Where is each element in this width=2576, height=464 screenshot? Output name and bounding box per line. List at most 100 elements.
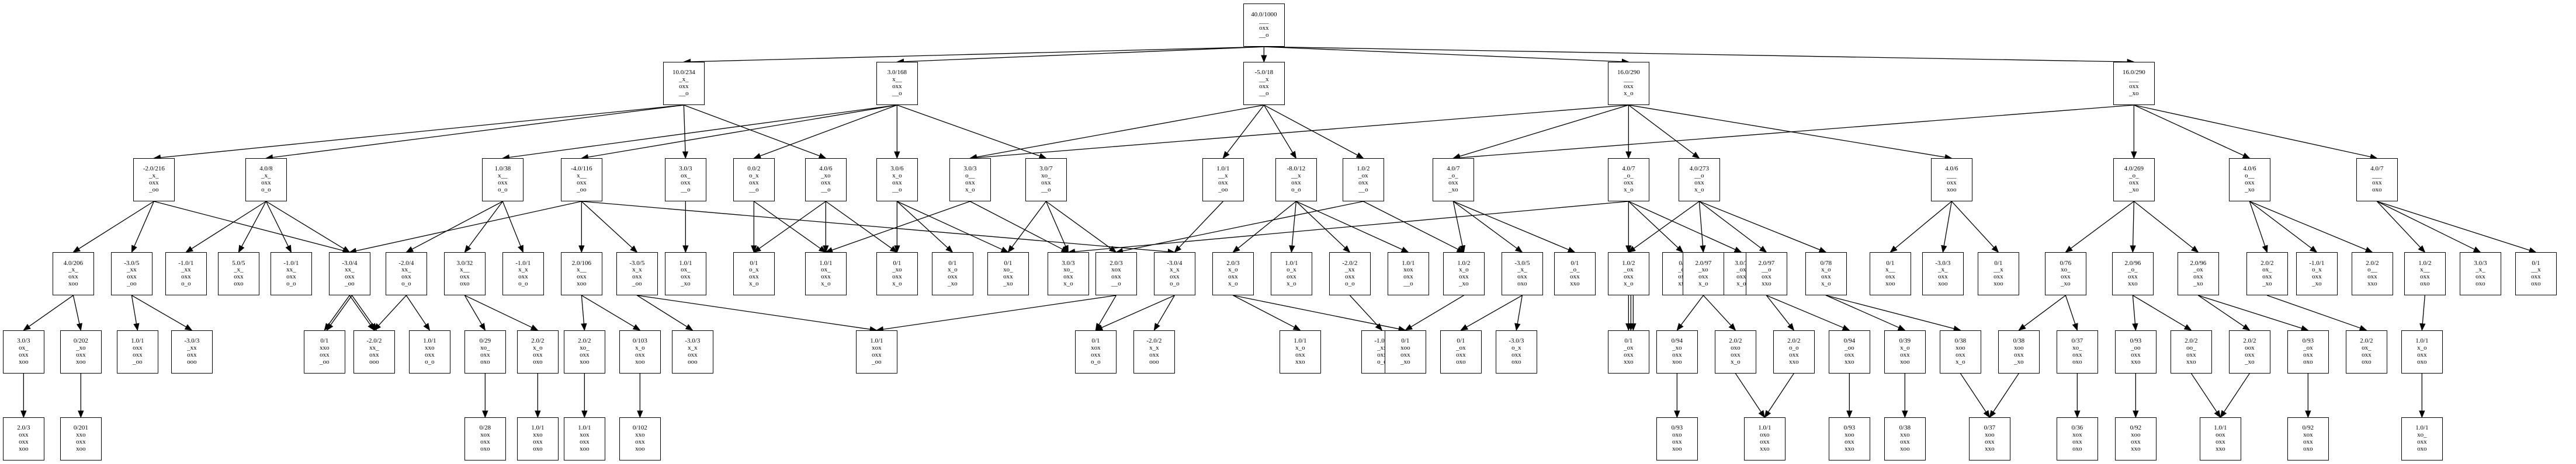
node-score-label: 0/94 bbox=[1843, 337, 1856, 345]
node-board-row: oxx bbox=[2531, 273, 2541, 281]
node-board-row: x_o bbox=[892, 280, 902, 287]
tree-edge bbox=[825, 201, 898, 253]
node-board-row: ox_ bbox=[681, 172, 691, 180]
node-score-label: 0/1 bbox=[1401, 337, 1410, 345]
node-score-label: 0/102 bbox=[632, 424, 647, 432]
node-score-label: 2.0/97 bbox=[1695, 259, 1712, 267]
node-board-row: oxx bbox=[320, 351, 330, 358]
node-board-row: oxx bbox=[2014, 351, 2024, 358]
tree-edge bbox=[2133, 295, 2192, 331]
node-board-row: oxx bbox=[1845, 351, 1854, 358]
node-board-row: xox bbox=[480, 431, 490, 439]
tree-node: 16.0/290___oxx_xo bbox=[2113, 62, 2155, 105]
node-board-row: o_x bbox=[1511, 344, 1521, 351]
node-board-row: _x_ bbox=[149, 172, 159, 180]
node-score-label: 1.0/1 bbox=[2415, 424, 2429, 432]
node-board-row: oxo bbox=[1456, 358, 1466, 365]
node-score-label: 1.0/1 bbox=[131, 337, 144, 345]
node-board-row: oxx bbox=[1517, 273, 1527, 281]
node-board-row: oxx bbox=[133, 344, 143, 351]
node-board-row: _o_ bbox=[1624, 172, 1634, 180]
tree-edge bbox=[1766, 295, 1850, 331]
node-score-label: -8.0/12 bbox=[1287, 165, 1306, 173]
node-board-row: xoo bbox=[580, 445, 590, 452]
node-board-row: o_x bbox=[749, 172, 759, 180]
node-score-label: 1.0/1 bbox=[578, 424, 591, 432]
node-board-row: oxx bbox=[76, 438, 86, 446]
node-board-row: oxx bbox=[2417, 438, 2427, 446]
node-board-row: oxx bbox=[892, 83, 902, 90]
tree-edge bbox=[1698, 201, 1767, 253]
node-board-row: o_o bbox=[181, 280, 191, 287]
node-board-row: x_o bbox=[1900, 344, 1910, 351]
tree-edge bbox=[154, 201, 351, 254]
node-board-row: oxx bbox=[1845, 438, 1854, 446]
node-board-row: oxx bbox=[1358, 179, 1368, 187]
node-board-row: xx_ bbox=[345, 266, 355, 274]
node-board-row: xxo bbox=[2128, 280, 2138, 287]
tree-node: 4.0/269_o_oxx_xo bbox=[2113, 158, 2155, 201]
node-board-row: oxx bbox=[1287, 273, 1296, 281]
node-board-row: oxx bbox=[2129, 83, 2139, 90]
node-score-label: -1.0/1 bbox=[515, 259, 531, 267]
node-board-row: xox bbox=[2303, 431, 2313, 439]
node-board-row: ooo bbox=[1149, 358, 1159, 365]
node-board-row: o_o bbox=[261, 186, 271, 193]
node-board-row: oxx bbox=[1900, 351, 1910, 358]
tree-edge bbox=[1453, 201, 1576, 253]
node-board-row: oxx bbox=[2061, 273, 2071, 281]
node-board-row: oxx bbox=[892, 273, 902, 281]
node-score-label: 1.0/2 bbox=[1622, 259, 1635, 267]
tree-edge bbox=[2249, 201, 2268, 253]
node-board-row: oxx bbox=[577, 179, 587, 187]
node-board-row: oxx bbox=[821, 179, 831, 187]
tree-edge bbox=[1628, 201, 1684, 253]
node-board-row: xox bbox=[580, 431, 590, 439]
node-score-label: 16.0/290 bbox=[2122, 69, 2145, 76]
node-board-row: ___ bbox=[1624, 76, 1634, 83]
node-board-row: _oo bbox=[1845, 344, 1854, 351]
node-board-row: oxx bbox=[425, 351, 435, 358]
node-board-row: _oo bbox=[320, 358, 330, 365]
node-board-row: oxx bbox=[68, 273, 78, 281]
node-score-label: -1.0/1 bbox=[1374, 337, 1390, 345]
node-score-label: 0/92 bbox=[2130, 424, 2142, 432]
node-board-row: _oo bbox=[133, 358, 143, 365]
node-score-label: 0/1 bbox=[750, 259, 758, 267]
node-score-label: 10.0/234 bbox=[672, 69, 695, 76]
node-board-row: _x_ bbox=[679, 76, 689, 83]
node-score-label: 0/38 bbox=[1954, 337, 1967, 345]
node-board-row: ___ bbox=[1259, 18, 1269, 25]
node-board-row: xoo bbox=[635, 445, 645, 452]
tree-edge bbox=[1676, 295, 1704, 331]
node-board-row: oxx bbox=[181, 273, 191, 281]
node-board-row: oxx bbox=[2372, 179, 2382, 187]
node-board-row: _xo bbox=[2245, 186, 2255, 193]
node-board-row: __o bbox=[821, 186, 831, 193]
node-score-label: 0/1 bbox=[1994, 259, 2003, 267]
node-score-label: 2.0/96 bbox=[2124, 259, 2141, 267]
node-board-row: xxo bbox=[2216, 445, 2225, 452]
node-board-row: _ox bbox=[1358, 172, 1368, 180]
node-board-row: oxx bbox=[1789, 351, 1799, 358]
node-board-row: oxx bbox=[2245, 351, 2255, 358]
node-board-row: oxx bbox=[19, 431, 29, 439]
tree-edge bbox=[1941, 201, 1953, 253]
